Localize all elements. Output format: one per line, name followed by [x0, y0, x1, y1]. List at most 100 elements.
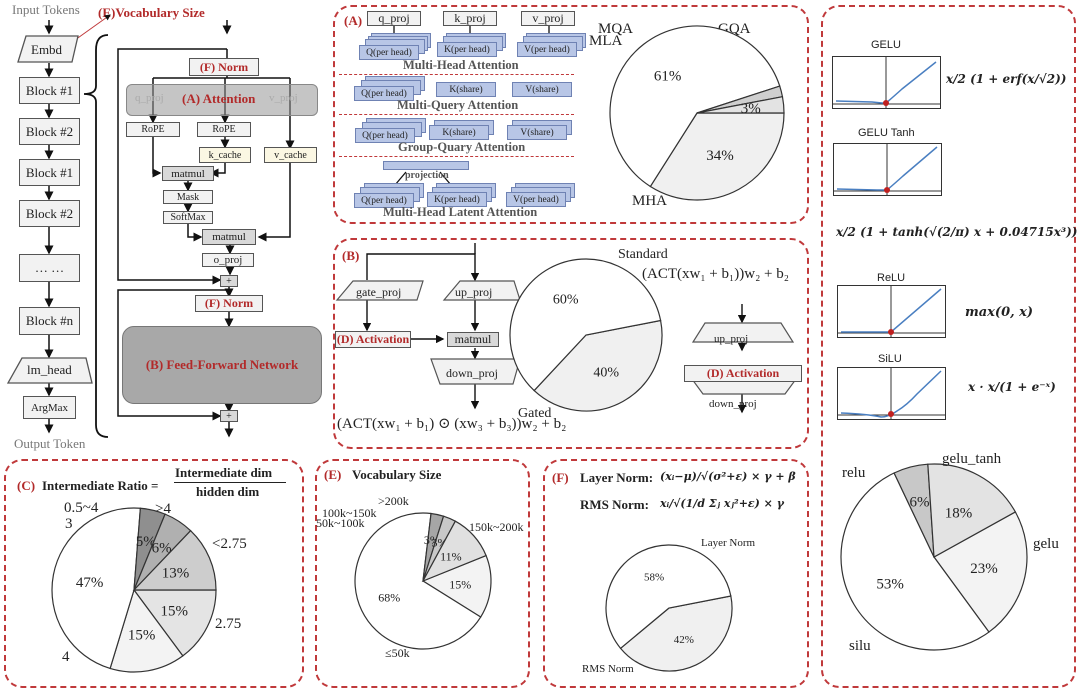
output-token-label: Output Token — [14, 436, 86, 451]
residual-add-1: + — [220, 275, 238, 287]
separator — [339, 114, 574, 115]
panel-e-tag: (E) — [324, 467, 342, 482]
silu-plot — [837, 367, 946, 420]
mha-v-head: V(per head) — [517, 42, 577, 57]
gated-activation-label: (D) Activation — [336, 332, 410, 346]
mha-k-head: K(per head) — [437, 42, 497, 57]
matmul-qk: matmul — [162, 166, 214, 181]
attention-label: (A) Attention — [182, 91, 256, 106]
fraction-bar — [174, 482, 286, 483]
mqa-caption: Multi-Query Attention — [397, 98, 519, 112]
rope-k: RoPE — [197, 122, 251, 137]
panel-e-vocab — [315, 459, 530, 688]
panel-c-tag: (C) — [17, 478, 36, 493]
attention-block — [126, 84, 318, 116]
input-tokens-label: Input Tokens — [12, 2, 80, 17]
ffn-block: (B) Feed-Forward Network — [122, 326, 322, 404]
rms-norm-label: RMS Norm: — [580, 497, 649, 512]
ffn-matmul: matmul — [447, 332, 499, 347]
stack-block-2b: Block #2 — [19, 200, 80, 227]
gated-activation: (D) Activation — [335, 331, 411, 348]
gelu-plot — [832, 56, 941, 109]
silu-formula: x · x/(1 + e⁻ˣ) — [968, 380, 1056, 394]
gqa-q-head: Q(per head) — [355, 128, 415, 143]
stack-ellipsis: … … — [19, 254, 80, 282]
k-cache: k_cache — [199, 147, 251, 163]
gelu-title: GELU — [871, 39, 901, 51]
softmax: SoftMax — [163, 211, 213, 224]
separator — [339, 156, 574, 157]
panel-a-attention — [333, 5, 809, 224]
stack-block-1: Block #1 — [19, 77, 80, 104]
layer-norm-label: Layer Norm: — [580, 470, 654, 485]
std-up-proj-shape — [691, 322, 795, 343]
std-up-proj: up_proj — [714, 333, 749, 345]
gelu-tanh-formula: x/2 (1 + tanh(√(2/π) x + 0.04715x³)) — [836, 225, 1078, 239]
mla-caption: Multi-Head Latent Attention — [383, 205, 538, 219]
gqa-k-share: K(share) — [429, 125, 489, 140]
panel-b-ffn — [333, 238, 809, 449]
norm-2-label: (F) Norm — [204, 296, 254, 310]
matmul-v: matmul — [202, 229, 256, 245]
norm-1-label: (F) Norm — [199, 59, 249, 74]
v-cache: v_cache — [264, 147, 317, 163]
relu-formula: max(0, x) — [965, 305, 1034, 320]
vocab-annotation: (E)Vocabulary Size — [98, 5, 205, 20]
panel-d-activation — [821, 5, 1076, 688]
mask: Mask — [163, 190, 213, 204]
mqa-k-share: K(share) — [436, 82, 496, 97]
relu-plot — [837, 285, 946, 338]
rope-q: RoPE — [126, 122, 180, 137]
mla-latent-bar — [383, 161, 469, 170]
relu-title: ReLU — [877, 272, 906, 284]
separator — [339, 74, 574, 75]
panel-f-norm — [543, 459, 809, 688]
rms-norm-formula: xᵢ/√(1/d Σⱼ xⱼ²+ε) × γ — [660, 497, 784, 510]
gelu-tanh-title: GELU Tanh — [858, 127, 915, 139]
mha-q-head: Q(per head) — [359, 45, 419, 60]
embd-shape — [17, 35, 79, 63]
stack-embd: Embd — [31, 42, 63, 57]
mla-projection-label: projection — [405, 170, 449, 181]
gqa-v-share: V(share) — [507, 125, 567, 140]
std-activation-label: (D) Activation — [706, 366, 780, 380]
stack-lm-head: lm_head — [27, 362, 72, 377]
mla-v-head: V(per head) — [506, 192, 566, 207]
panel-a-tag: (A) — [344, 13, 363, 28]
gqa-caption: Group-Quary Attention — [398, 140, 526, 154]
silu-title: SiLU — [878, 353, 902, 365]
gate-proj-shape — [335, 280, 424, 301]
norm-2: (F) Norm — [195, 295, 263, 312]
o-proj: o_proj — [202, 253, 254, 267]
panel-c-title: Intermediate Ratio = — [42, 478, 159, 493]
mqa-v-share: V(share) — [512, 82, 572, 97]
a-v-proj: v_proj — [521, 11, 575, 26]
layer-norm-formula: (xᵢ−μ)/√(σ²+ε) × γ + β — [660, 470, 796, 483]
residual-add-2: + — [220, 410, 238, 422]
mha-caption: Multi-Head Attention — [403, 58, 519, 72]
stack-argmax: ArgMax — [23, 396, 76, 419]
std-activation: (D) Activation — [684, 365, 802, 382]
std-down-proj: down_proj — [709, 398, 757, 410]
up-proj: up_proj — [455, 285, 493, 299]
a-q-proj: q_proj — [367, 11, 421, 26]
panel-a-arrows — [393, 26, 550, 186]
panel-c-ratio — [4, 459, 304, 688]
mla-q-head: Q(per head) — [354, 193, 414, 208]
panel-b-tag: (B) — [342, 248, 360, 263]
gelu-tanh-plot — [833, 143, 942, 196]
standard-formula: (ACT(xw₁ + b₁))w₂ + b₂ — [642, 266, 789, 282]
mla-k-head: K(per head) — [427, 192, 487, 207]
lm-head-shape — [6, 357, 93, 384]
ffn-label: (B) Feed-Forward Network — [145, 357, 299, 372]
architecture-connectors — [6, 14, 295, 438]
stack-block-2: Block #2 — [19, 118, 80, 145]
stack-block-n: Block #n — [19, 307, 80, 335]
panel-f-tag: (F) — [552, 470, 569, 485]
down-proj: down_proj — [446, 366, 498, 380]
gated-formula: (ACT(xw₁ + b₁) ⊙ (xw₃ + b₃))w₂ + b₂ — [337, 416, 567, 432]
attn-v-proj: v_proj — [269, 92, 298, 104]
mqa-q-head: Q(per head) — [354, 86, 414, 101]
a-k-proj: k_proj — [443, 11, 497, 26]
ratio-numerator: Intermediate dim — [175, 465, 273, 480]
